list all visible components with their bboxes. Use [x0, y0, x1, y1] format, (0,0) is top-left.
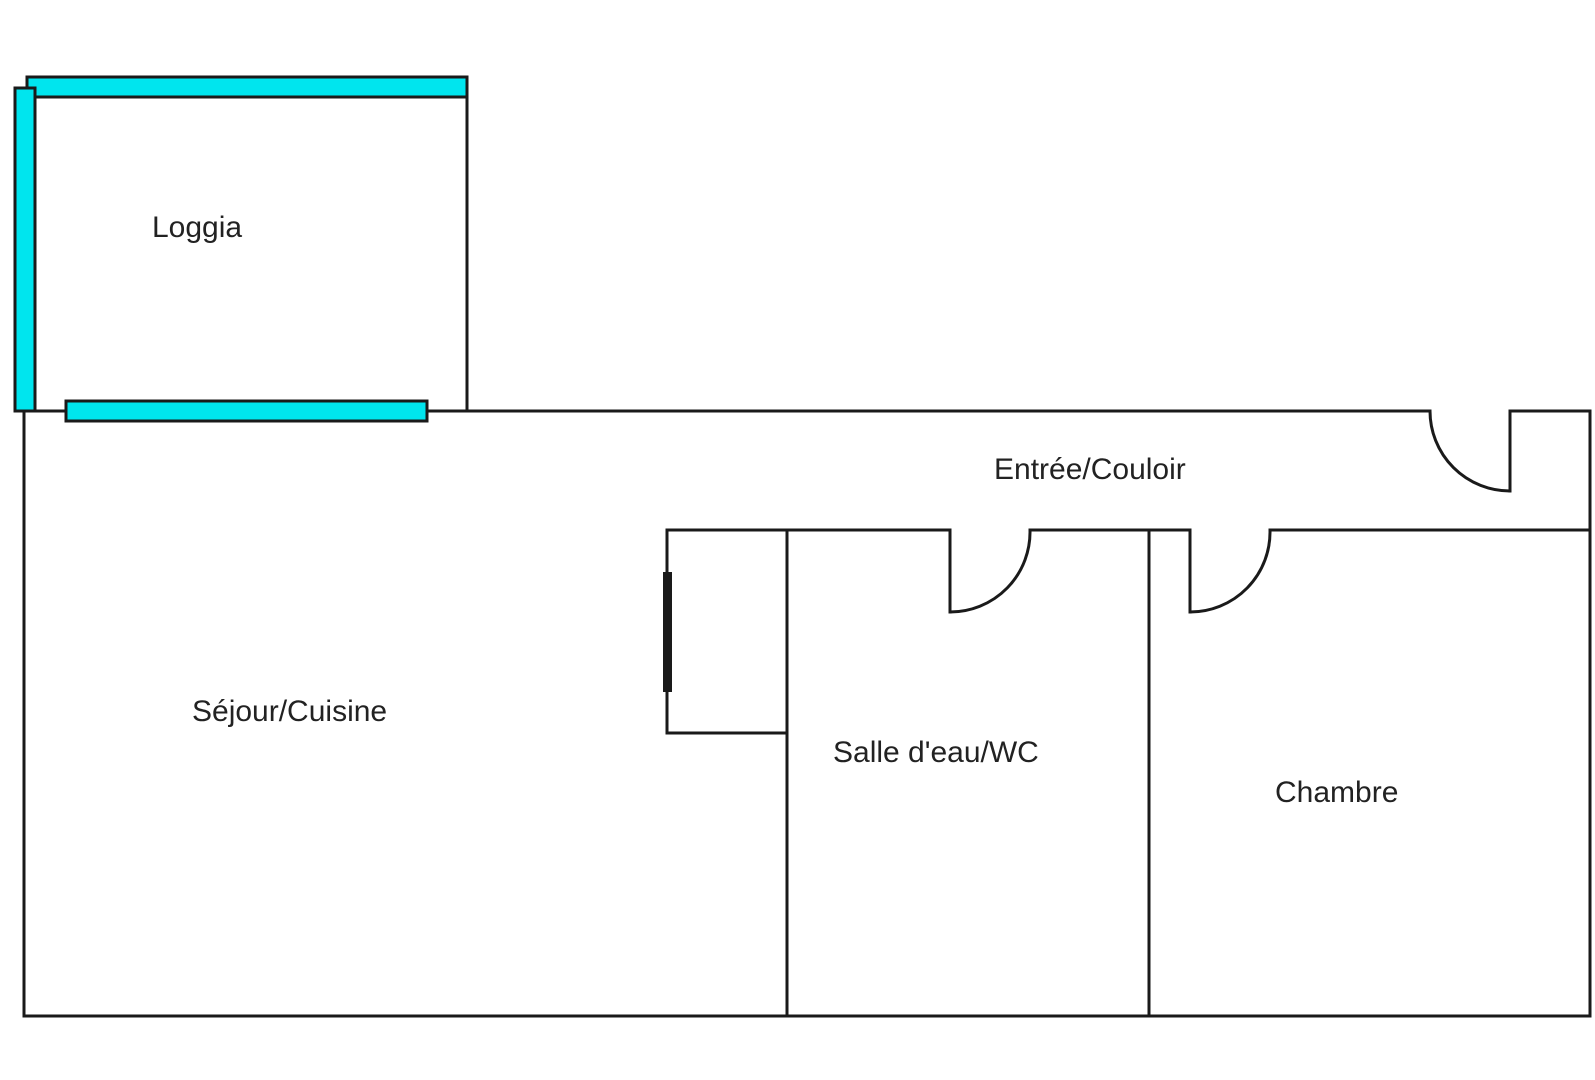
label-chambre: Chambre [1275, 776, 1398, 809]
loggia-left-window [13, 86, 37, 413]
windows [13, 75, 469, 423]
label-entree-couloir: Entrée/Couloir [994, 453, 1186, 486]
label-sejour-cuisine: Séjour/Cuisine [192, 695, 387, 728]
loggia-bottom-window [64, 399, 429, 423]
entrance-door-icon [1428, 410, 1511, 493]
closet-fixture [663, 572, 672, 692]
loggia-top-window [25, 75, 469, 99]
doors [949, 410, 1511, 614]
inner-walls [665, 528, 1592, 1018]
bedroom-door-icon [1189, 529, 1272, 614]
loggia-walls [22, 76, 469, 413]
room-labels: Loggia Entrée/Couloir Séjour/Cuisine Sal… [152, 211, 1398, 809]
bathroom-door-icon [949, 529, 1032, 614]
label-loggia: Loggia [152, 211, 242, 244]
label-salle-eau-wc: Salle d'eau/WC [833, 736, 1039, 769]
